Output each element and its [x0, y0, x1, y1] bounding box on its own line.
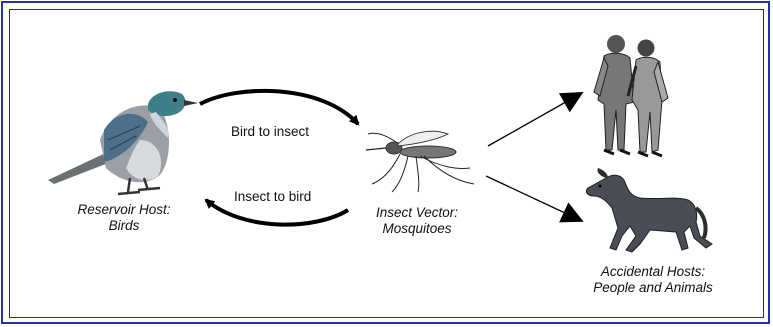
people-icon [594, 35, 668, 156]
mosquito-icon [366, 131, 474, 192]
bird-to-insect-label: Bird to insect [231, 124, 309, 139]
insect-vector-name: Mosquitoes [354, 221, 480, 237]
reservoir-host-name: Birds [56, 218, 192, 234]
reservoir-host-label: Reservoir Host: Birds [56, 202, 192, 234]
horse-icon [586, 168, 712, 252]
insect-to-bird-label: Insect to bird [234, 189, 311, 204]
accidental-hosts-title: Accidental Hosts: [568, 264, 738, 280]
accidental-hosts-label: Accidental Hosts: People and Animals [568, 264, 738, 296]
bird-to-insect-arrow [200, 91, 358, 124]
insect-vector-label: Insect Vector: Mosquitoes [354, 205, 480, 237]
arrow-to-people [488, 94, 580, 146]
arrow-to-animals [486, 176, 580, 220]
reservoir-host-title: Reservoir Host: [56, 202, 192, 218]
bird-icon [48, 91, 198, 194]
accidental-hosts-names: People and Animals [568, 280, 738, 296]
insect-vector-title: Insect Vector: [354, 205, 480, 221]
